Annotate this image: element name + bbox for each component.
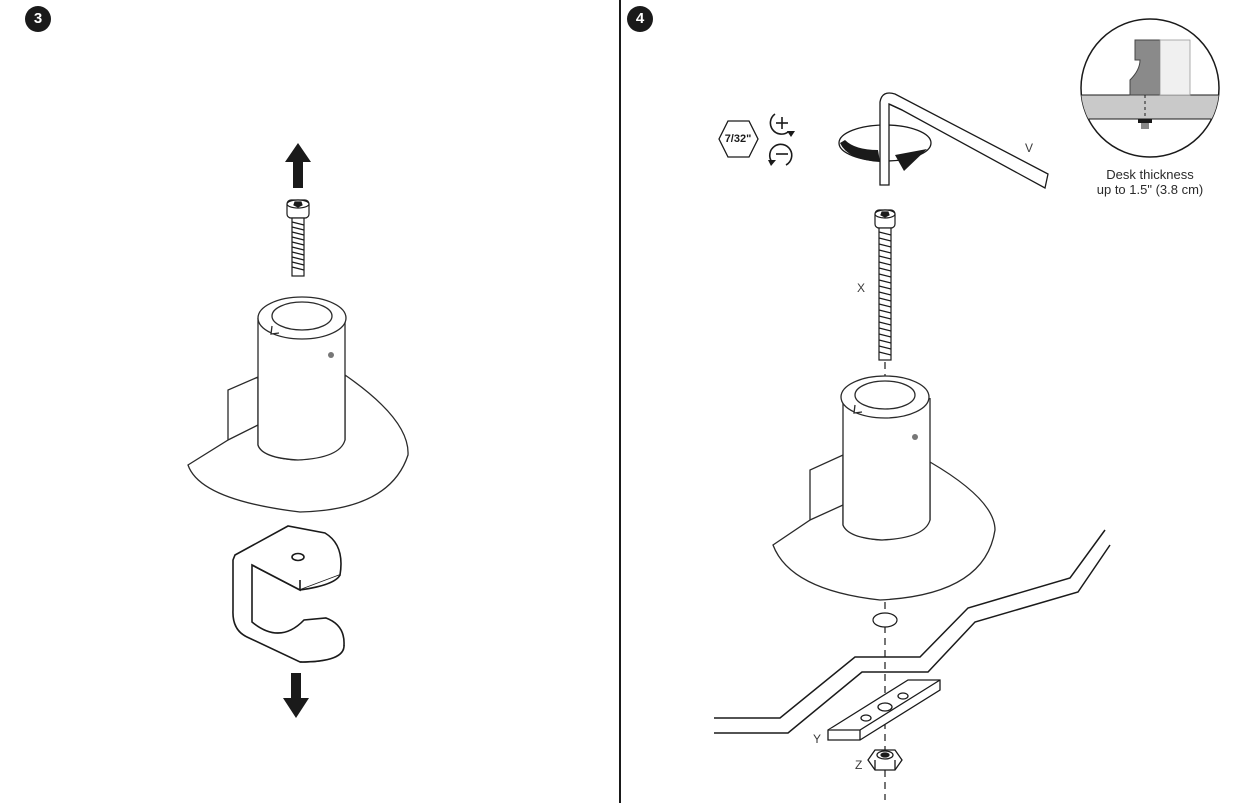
nut-label: Z (855, 758, 863, 772)
desk-thickness-note-line1: Desk thickness (1106, 167, 1194, 182)
allen-key-label: V (1025, 141, 1034, 155)
allen-key-icon (838, 92, 1049, 189)
tool-size-label: 7/32" (724, 133, 752, 145)
clamp-base-icon (772, 375, 996, 601)
desk-hole-icon (872, 612, 898, 628)
c-clamp-icon (232, 525, 345, 663)
step-4-illustration (714, 18, 1220, 800)
hex-nut-icon (867, 749, 903, 771)
arrow-down-icon (283, 673, 309, 718)
step-number-badge: 4 (627, 6, 653, 32)
arrow-up-icon (285, 143, 311, 188)
desk-thickness-detail (1080, 18, 1220, 158)
screw-icon (286, 199, 310, 277)
desk-surface-icon (714, 529, 1111, 734)
rotate-clockwise-plus-icon (769, 113, 795, 137)
bolt-icon (874, 209, 896, 361)
mounting-plate-icon (827, 679, 941, 741)
step-4-panel: 4 (621, 0, 1240, 803)
bolt-label: X (857, 281, 866, 295)
hex-key-size-icon (718, 120, 759, 158)
clamp-base-icon (187, 296, 409, 513)
rotation-arrow-icon (840, 140, 927, 171)
step-3-illustration (187, 143, 409, 718)
desk-thickness-note: Desk thickness up to 1.5" (3.8 cm) (1075, 167, 1225, 197)
plate-label: Y (813, 732, 822, 746)
step-3-panel: 3 (25, 6, 409, 718)
rotate-counterclockwise-minus-icon (768, 143, 793, 166)
step-number-badge: 3 (25, 6, 51, 32)
panel-divider (619, 0, 621, 803)
desk-thickness-note-line2: up to 1.5" (3.8 cm) (1096, 182, 1204, 197)
